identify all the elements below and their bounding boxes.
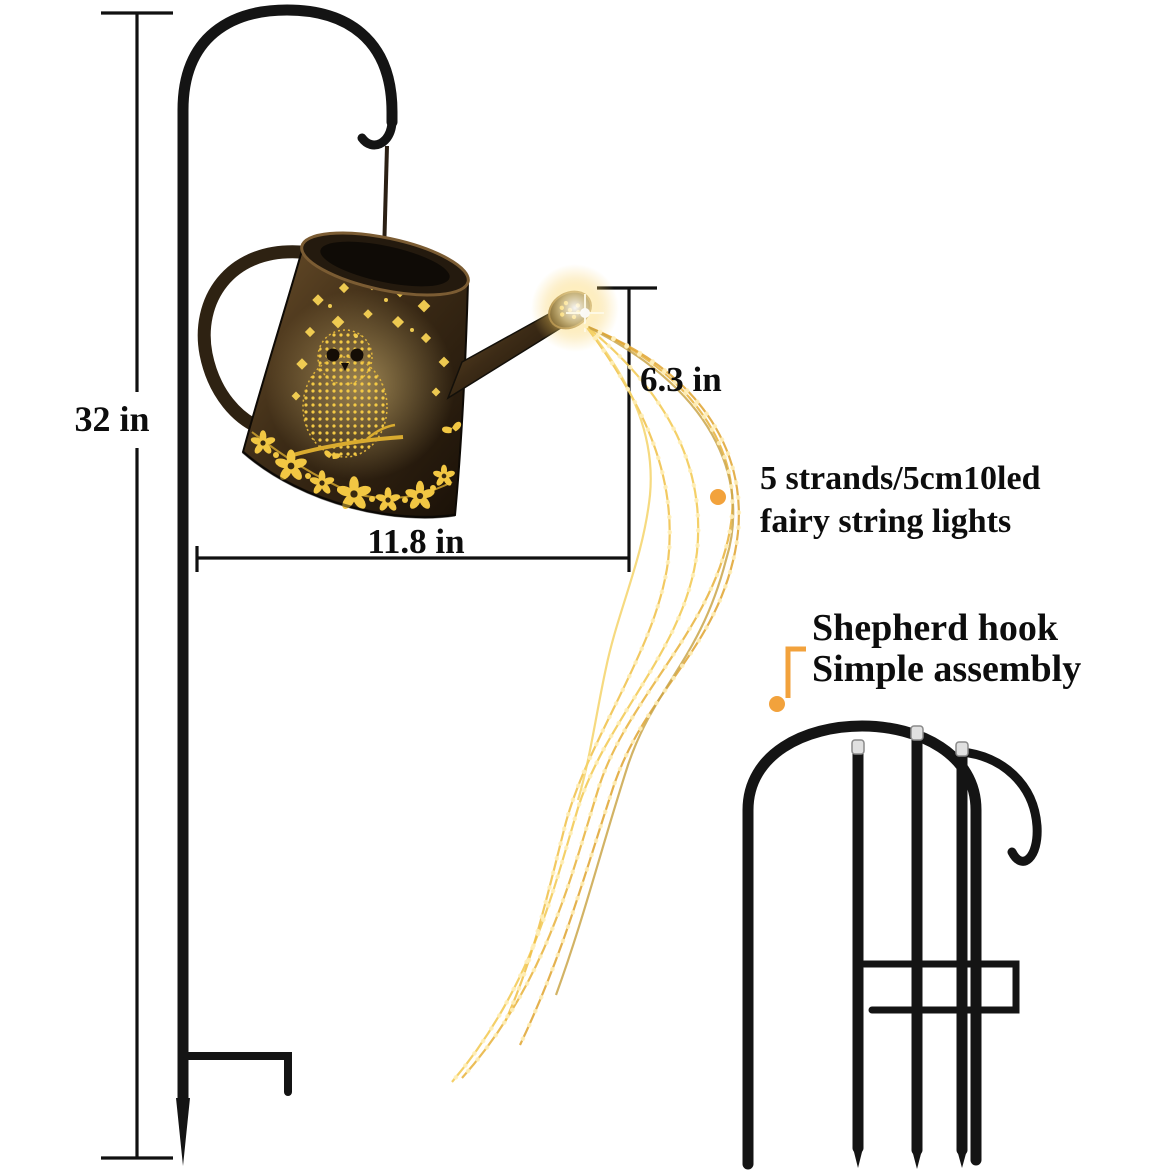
floral-band-cutouts: [249, 420, 463, 513]
annotation-fairy-lights-line1: 5 strands/5cm10led: [760, 460, 1041, 497]
disassembled-parts: [742, 720, 1042, 1170]
pole-ground-spike: [176, 1098, 190, 1166]
annotation-shepherd-hook-line2: Simple assembly: [812, 648, 1082, 691]
shepherd-hook-assembled: [176, 4, 398, 1166]
dimension-label-width: 11.8 in: [367, 522, 465, 561]
pole-end-caps: [851, 725, 969, 757]
foot-step-bracket: [183, 1052, 292, 1096]
spout-glow: [531, 264, 619, 352]
annotation-fairy-lights-line2: fairy string lights: [760, 502, 1012, 540]
dimension-label-spout: 6.3 in: [640, 360, 722, 399]
dimension-label-height: 32 in: [74, 399, 150, 439]
callout-marks: [710, 489, 806, 712]
callout-bracket-hook: [785, 646, 806, 698]
can-rim: [300, 231, 470, 297]
owl-cutout: [292, 329, 404, 458]
small-hook-piece: [957, 747, 1042, 866]
branch-cutout: [292, 435, 404, 457]
arch-piece: [742, 720, 982, 1170]
annotation-shepherd-hook-line1: Shepherd hook: [812, 607, 1059, 649]
annotation-fairy-lights: 5 strands/5cm10led fairy string lights: [760, 458, 1041, 544]
watering-can-lantern: [197, 231, 619, 519]
dimension-lines: [101, 11, 657, 1160]
fairy-string-lights: [452, 326, 739, 1082]
callout-dot-lights: [710, 489, 726, 505]
annotation-shepherd-hook: Shepherd hook Simple assembly: [812, 607, 1082, 691]
can-handle: [197, 245, 307, 436]
pole-ground-tips: [852, 1146, 968, 1169]
base-bracket: [860, 960, 1020, 1014]
callout-dot-hook: [769, 696, 785, 712]
